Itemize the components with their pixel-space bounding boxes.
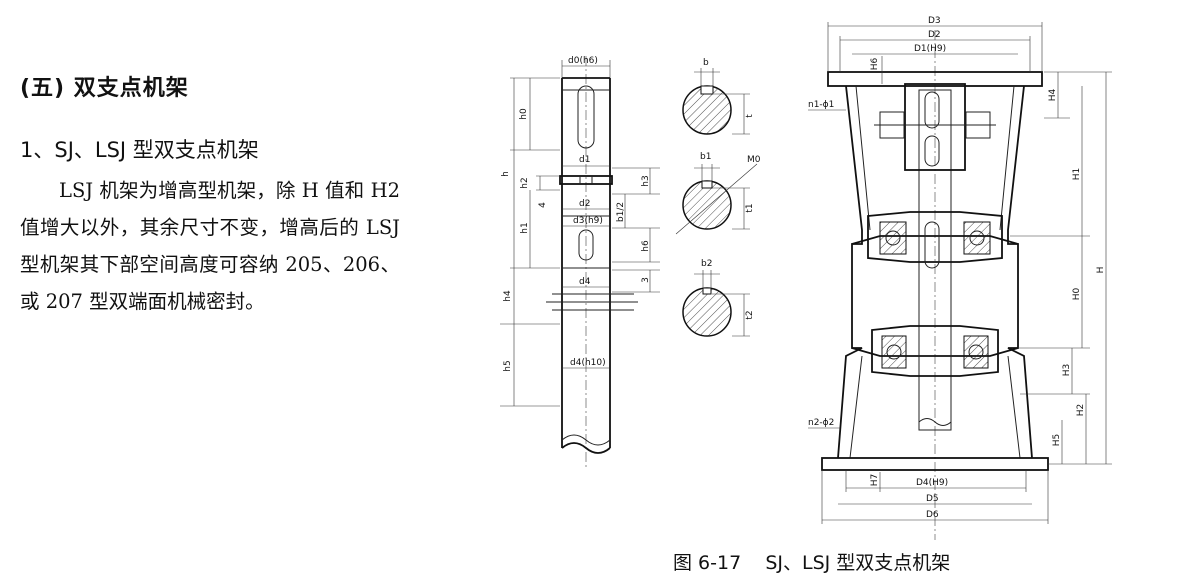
label-d4h10: d4(h10) [570,358,606,368]
body-paragraph: LSJ 机架为增高型机架，除 H 值和 H2 值增大以外，其余尺寸不变，增高后的… [20,172,400,320]
label-n2: n2-ϕ2 [808,418,834,428]
label-h2: h2 [520,177,530,188]
label-D1: D1(H9) [914,44,946,54]
label-D4: D4(H9) [916,478,948,488]
label-t: t [745,114,755,118]
label-D6: D6 [926,510,939,520]
label-m0: M0 [747,155,761,165]
label-H7: H7 [870,474,880,487]
label-h: h [501,171,511,177]
label-b: b [703,58,709,68]
label-H1: H1 [1072,168,1082,181]
cross-sections: b t b1 M0 t1 b2 t2 [675,58,761,337]
label-d3: d3(h9) [573,216,603,226]
label-H3: H3 [1062,364,1072,377]
label-h1: h1 [520,222,530,233]
label-h5: h5 [503,360,513,371]
shaft-drawing: d0(h6) h0 h d1 h2 h3 4 d2 b1/2 h1 d3(h9)… [500,56,660,468]
label-D2: D2 [928,30,941,40]
label-D3: D3 [928,16,941,26]
label-H0: H0 [1072,287,1082,300]
label-h4: h4 [503,290,513,302]
figure-caption: 图 6-17 SJ、LSJ 型双支点机架 [673,552,951,574]
label-h0: h0 [519,108,529,120]
label-H2: H2 [1076,404,1086,417]
label-t1: t1 [745,203,755,212]
label-H6: H6 [870,57,880,70]
label-b1: b1 [700,152,711,162]
subsection-title: 1、SJ、LSJ 型双支点机架 [20,138,259,162]
label-h6: h6 [641,240,651,252]
label-d4: d4 [579,277,591,287]
label-b-half: b1/2 [616,202,626,222]
label-4: 4 [538,202,548,208]
label-H: H [1096,267,1106,274]
section-title: (五) 双支点机架 [20,76,189,101]
paragraph-text: LSJ 机架为增高型机架，除 H 值和 H2 值增大以外，其余尺寸不变，增高后的… [20,179,400,313]
label-n1: n1-ϕ1 [808,100,834,110]
label-d2: d2 [579,199,590,209]
label-H4: H4 [1048,88,1058,101]
label-d0: d0(h6) [568,56,598,66]
label-3: 3 [641,277,651,283]
label-h3: h3 [641,175,651,186]
label-t2: t2 [745,310,755,319]
frame-drawing: D3 D2 D1(H9) H6 H4 H1 H H0 H3 H2 H5 n1-ϕ… [808,16,1112,540]
label-d1: d1 [579,155,590,165]
label-H5: H5 [1052,434,1062,447]
label-D5: D5 [926,494,939,504]
label-b2: b2 [701,259,712,269]
